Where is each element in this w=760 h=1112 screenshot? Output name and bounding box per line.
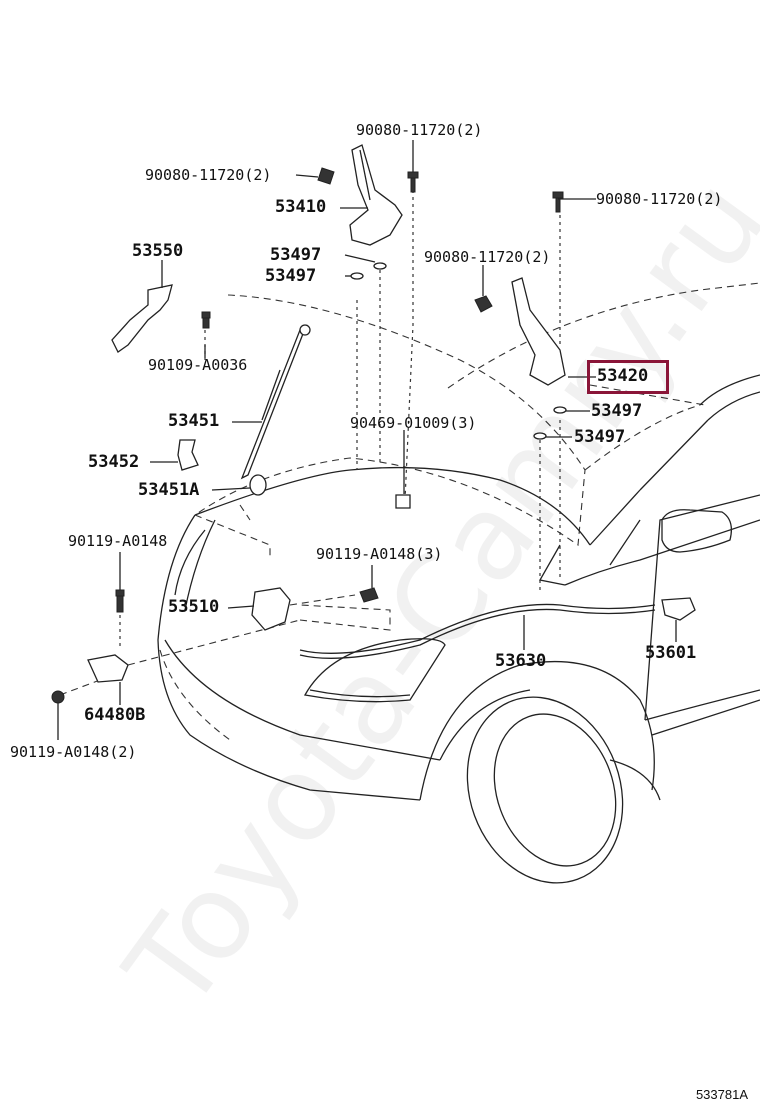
callout-90080-11720-a[interactable]: 90080-11720(2) (356, 121, 483, 139)
a-pillar (699, 374, 760, 406)
callout-53451a[interactable]: 53451A (138, 480, 200, 500)
callout-90119-a0148-c[interactable]: 90119-A0148(2) (10, 743, 137, 761)
highlight-box (587, 360, 669, 394)
hood-front-edge (194, 466, 591, 546)
callout-90119-a0148-a[interactable]: 90119-A0148 (68, 532, 168, 550)
callout-53601[interactable]: 53601 (645, 643, 697, 663)
door-line (644, 494, 760, 721)
headlamp (303, 638, 446, 703)
front-face (157, 514, 421, 801)
bolt-top (407, 171, 419, 193)
hinge-right (511, 277, 566, 386)
callout-53497-b[interactable]: 53497 (265, 266, 317, 286)
callout-90080-11720-d[interactable]: 90080-11720(2) (424, 248, 551, 266)
figure-code: 533781A (695, 1087, 748, 1102)
fender-top (564, 519, 760, 586)
callout-90119-a0148-b[interactable]: 90119-A0148(3) (316, 545, 443, 563)
callout-53410[interactable]: 53410 (275, 197, 327, 217)
callout-53451[interactable]: 53451 (168, 411, 220, 431)
callout-64480b[interactable]: 64480B (84, 705, 146, 725)
hood-right-edge (584, 404, 701, 471)
wheel-arch (419, 660, 655, 801)
lock-support (111, 284, 173, 353)
hood-clip (395, 494, 411, 509)
callout-53630[interactable]: 53630 (495, 651, 547, 671)
release-lever (661, 597, 696, 621)
callout-90109-a0036[interactable]: 90109-A0036 (148, 356, 248, 374)
side-mirror (661, 509, 733, 553)
rod-holder (177, 439, 199, 471)
callout-53452[interactable]: 53452 (88, 452, 140, 472)
catch-bracket (87, 654, 129, 683)
hinge-left (349, 144, 403, 246)
callout-90469-01009[interactable]: 90469-01009(3) (350, 414, 477, 432)
callout-53510[interactable]: 53510 (168, 597, 220, 617)
wheel (466, 696, 624, 884)
callout-53550[interactable]: 53550 (132, 241, 184, 261)
release-cable (299, 603, 656, 654)
hood-strut (240, 324, 308, 480)
callout-90080-11720-c[interactable]: 90080-11720(2) (596, 190, 723, 208)
callout-53497-d[interactable]: 53497 (574, 427, 626, 447)
callout-53497-c[interactable]: 53497 (591, 401, 643, 421)
callout-90080-11720-b[interactable]: 90080-11720(2) (145, 166, 272, 184)
callout-53420[interactable]: 53420 (597, 366, 649, 386)
hood-rear-edge (447, 282, 760, 389)
callout-53497-a[interactable]: 53497 (270, 245, 322, 265)
hood-lock (251, 587, 291, 631)
